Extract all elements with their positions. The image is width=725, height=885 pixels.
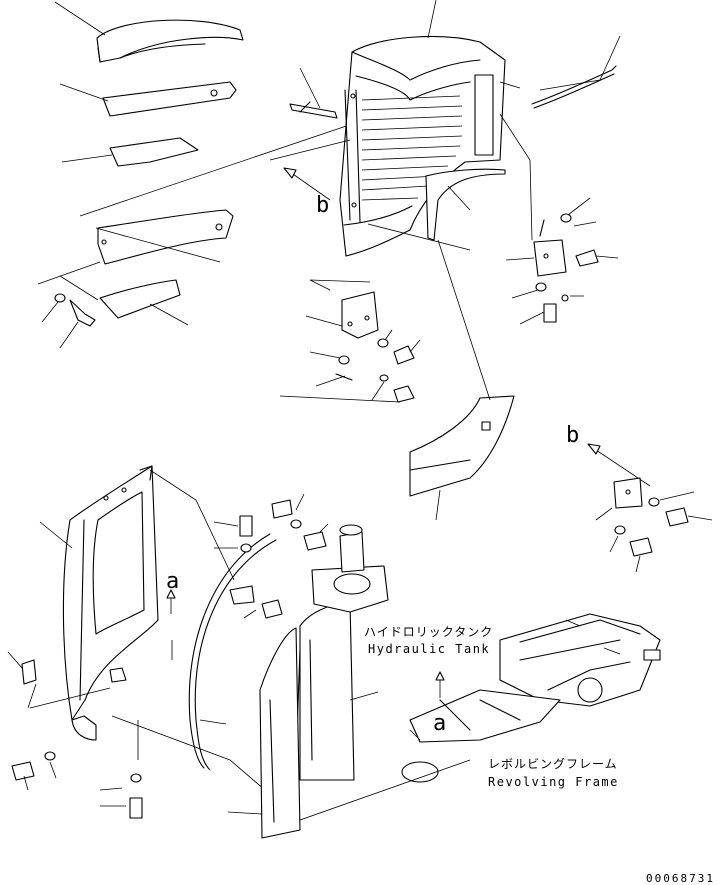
drawing-number: 00068731 xyxy=(646,872,715,885)
grille-bar xyxy=(289,101,338,119)
view-label-a-right: a xyxy=(433,711,446,736)
leaders-grille xyxy=(269,0,621,251)
top-rod xyxy=(531,65,617,109)
hydraulic-tank-label-jp: ハイドロリックタンク xyxy=(364,625,494,639)
washer-bolt-left xyxy=(54,293,96,327)
center-bracket xyxy=(335,291,415,403)
leaders-top-left xyxy=(37,1,371,349)
side-panel xyxy=(409,395,515,497)
right-bracket xyxy=(533,213,599,323)
bolt-and-washers-bottom xyxy=(11,751,143,819)
leaders-side-panel xyxy=(435,239,491,521)
revolving-frame xyxy=(401,613,661,783)
view-a-arrow-left xyxy=(166,589,176,614)
leaders-frame xyxy=(409,619,621,741)
tank-cover-panel xyxy=(295,601,355,781)
side-seal-strip xyxy=(425,168,506,241)
view-label-b-upper: b xyxy=(316,193,329,218)
front-panel xyxy=(259,627,301,839)
lower-plate xyxy=(99,279,181,319)
view-label-a-left: a xyxy=(166,569,179,594)
upper-plate xyxy=(102,81,237,117)
seal-strip xyxy=(188,533,277,771)
hydraulic-tank-label-en: Hydraulic Tank xyxy=(368,642,491,656)
leaders-view-b xyxy=(595,491,713,573)
view-label-b-right: b xyxy=(566,423,579,448)
top-cover-cap xyxy=(96,19,244,63)
hydraulic-tank-neck xyxy=(311,524,389,613)
view-b-arrow-upper xyxy=(283,167,331,201)
revolving-frame-label-en: Revolving Frame xyxy=(488,775,619,789)
leaders-center xyxy=(279,279,421,403)
stay-bracket xyxy=(229,499,327,619)
view-b-detail xyxy=(587,443,689,557)
revolving-frame-label-jp: レボルビングフレーム xyxy=(488,757,618,771)
leaders-right xyxy=(499,113,619,325)
small-plate xyxy=(109,137,199,167)
radiator-grille xyxy=(339,36,506,257)
side-door xyxy=(62,465,159,741)
curved-side-plate xyxy=(97,209,234,265)
view-a-arrow-right xyxy=(435,671,445,698)
leaders-bottom-center xyxy=(149,469,379,815)
door-hook xyxy=(21,659,37,685)
